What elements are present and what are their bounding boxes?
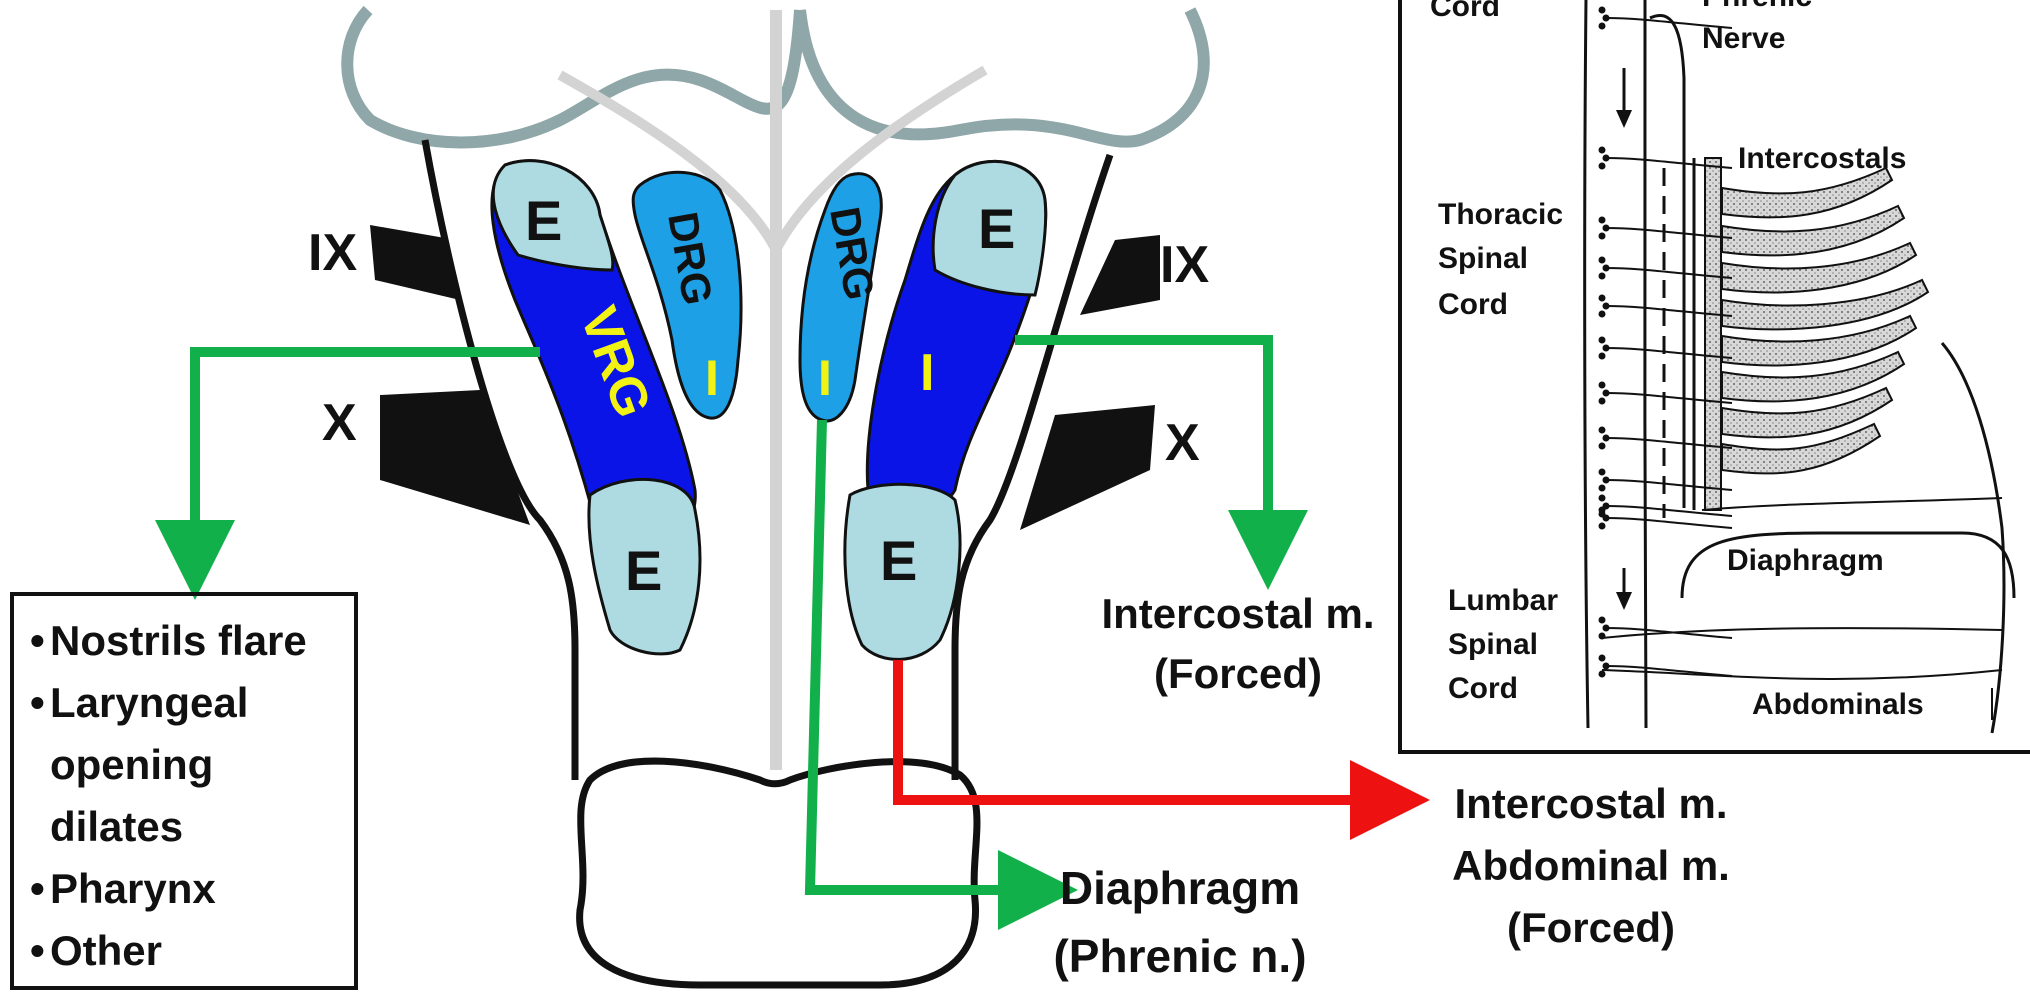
inset-lumbar-line1: Lumbar	[1448, 584, 1558, 617]
descending-arrowhead-bottom	[1616, 592, 1632, 610]
inset-intercostals-label: Intercostals	[1738, 142, 1906, 175]
cerebellar-outline-right	[800, 10, 1204, 142]
inset-lumbar-line2: Spinal	[1448, 628, 1538, 661]
right-drg-i-label: I	[818, 350, 832, 406]
inset-thoracic-line1: Thoracic	[1438, 198, 1563, 231]
diaphragm-label-line2: (Phrenic n.)	[1053, 930, 1306, 982]
cerebellar-outline	[347, 10, 800, 143]
inset-diaphragm-label: Diaphragm	[1727, 544, 1884, 577]
inset-abdominals-label: Abdominals	[1752, 688, 1924, 721]
intercostal-forced-line2: (Forced)	[1154, 650, 1322, 697]
nerve-ix-left-label: IX	[308, 224, 357, 282]
sympathetic-column	[1705, 158, 1721, 510]
left-vrg-e-top-label: E	[525, 189, 562, 252]
upper-airway-effects-box: Nostrils flare Laryngeal opening dilates…	[10, 592, 358, 990]
nerve-x-right	[1020, 405, 1155, 530]
right-vrg-i-label: I	[920, 344, 934, 402]
expiratory-target-line3: (Forced)	[1507, 904, 1675, 951]
right-vrg-e-top-label: E	[978, 197, 1015, 260]
effect-other: Other	[32, 920, 344, 982]
left-drg-i-label: I	[705, 350, 719, 406]
right-vrg-e-bottom-label: E	[880, 529, 917, 592]
nerve-x-right-label: X	[1165, 414, 1200, 472]
nerve-x-left-label: X	[322, 394, 357, 452]
phrenic-nerve-trunk	[1650, 16, 1684, 509]
left-vrg-e-bottom-label: E	[625, 539, 662, 602]
intercostal-forced-line1: Intercostal m.	[1101, 590, 1374, 637]
intercostal-ribs	[1722, 168, 1928, 473]
inset-phrenic-line2: Nerve	[1702, 22, 1785, 55]
spinal-cord-section	[580, 761, 977, 985]
effect-nostrils: Nostrils flare	[32, 610, 344, 672]
descending-arrowhead-top	[1616, 110, 1632, 128]
lumbar-fiber-1	[1602, 628, 2002, 638]
cord-left-edge	[1585, 0, 1588, 728]
lumbar-fiber-2	[1602, 670, 2002, 679]
inset-lumbar-line3: Cord	[1448, 672, 1518, 705]
nerve-ix-right-label: IX	[1160, 236, 1209, 294]
effect-pharynx: Pharynx	[32, 858, 344, 920]
intercostal-rib	[1722, 168, 1892, 217]
inset-thoracic-line2: Spinal	[1438, 242, 1528, 275]
motor-neuron	[1599, 655, 1733, 678]
spinal-cord-inset: Cord Phrenic Nerve Intercostals Thoracic…	[1398, 0, 2030, 754]
brainstem-diagram: IX X IX X E E VRG DRG I DRG I E I E	[308, 10, 1209, 985]
inset-thoracic-line3: Cord	[1438, 288, 1508, 321]
inset-phrenic-line1: Phrenic	[1702, 0, 1812, 13]
diaphragm-label-line1: Diaphragm	[1060, 862, 1300, 914]
nerve-ix-right	[1080, 235, 1160, 315]
effect-laryngeal: Laryngeal opening dilates	[32, 672, 344, 858]
diaphragm-fiber	[1702, 498, 2002, 510]
expiratory-target-line2: Abdominal m.	[1452, 842, 1730, 889]
cord-right-edge	[1645, 0, 1646, 728]
inset-cord-top-label: Cord	[1430, 0, 1500, 23]
expiratory-target-line1: Intercostal m.	[1454, 780, 1727, 827]
